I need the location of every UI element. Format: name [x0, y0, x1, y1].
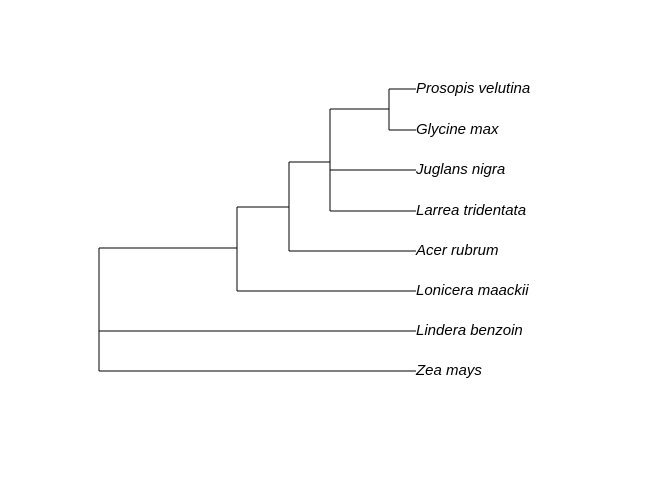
- tip-labels: Prosopis velutina Glycine max Juglans ni…: [415, 80, 530, 379]
- tree-branches: [98, 88, 416, 372]
- tip-label-juglans-nigra: Juglans nigra: [415, 161, 505, 178]
- tip-label-lindera-benzoin: Lindera benzoin: [416, 322, 523, 339]
- tip-label-prosopis-velutina: Prosopis velutina: [416, 80, 530, 97]
- tip-label-zea-mays: Zea mays: [415, 362, 482, 379]
- tip-label-lonicera-maackii: Lonicera maackii: [416, 282, 529, 299]
- tip-label-larrea-tridentata: Larrea tridentata: [416, 202, 526, 219]
- tip-label-glycine-max: Glycine max: [416, 121, 499, 138]
- tip-label-acer-rubrum: Acer rubrum: [415, 242, 499, 259]
